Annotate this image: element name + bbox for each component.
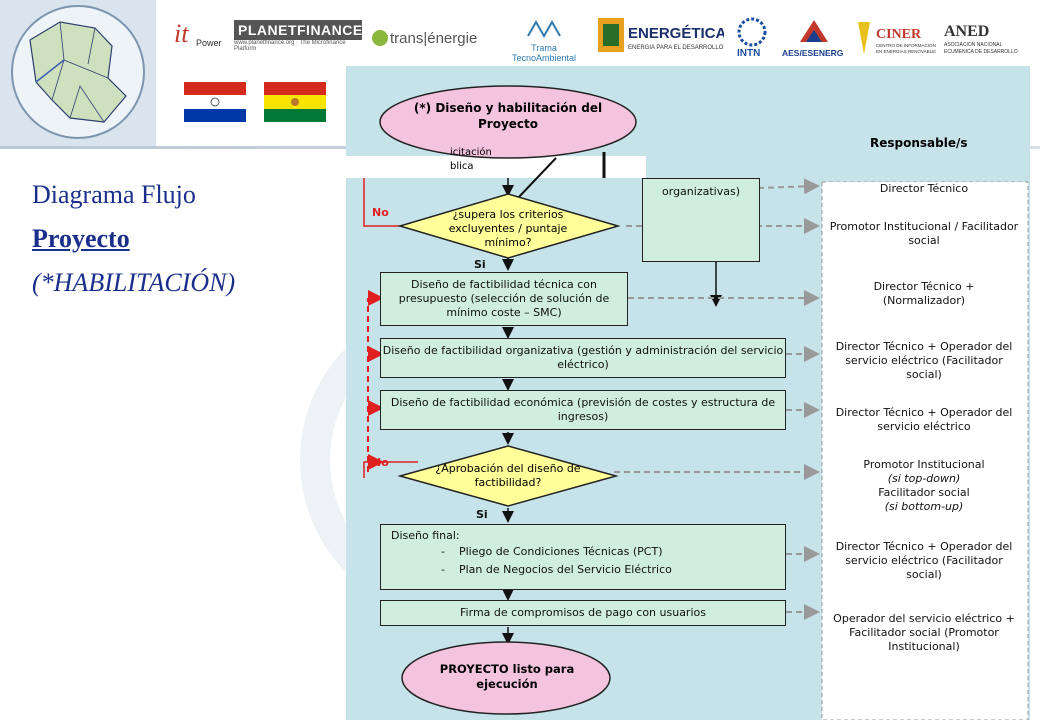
title-line-1: Diagrama Flujo (32, 180, 196, 209)
resp-2: Promotor Institucional / Facilitador soc… (826, 220, 1022, 248)
svg-text:ANED: ANED (944, 23, 989, 40)
svg-text:it: it (174, 20, 189, 48)
svg-text:ECUMENICA DE DESARROLLO: ECUMENICA DE DESARROLLO (944, 49, 1018, 55)
diseno-final-item-1: - Pliego de Condiciones Técnicas (PCT) (441, 545, 663, 558)
title-line-2[interactable]: Proyecto (32, 224, 130, 253)
no-label-1: No (372, 206, 389, 219)
svg-text:ASOCIACION NACIONAL: ASOCIACION NACIONAL (944, 42, 1003, 48)
svg-text:trans|énergie: trans|énergie (390, 30, 477, 47)
resp-4: Director Técnico + Operador del servicio… (826, 340, 1022, 382)
partial-label: icitación blica (450, 147, 492, 172)
paraguay-map-logo (0, 0, 156, 146)
slide-title: Diagrama Flujo Proyecto (*HABILITACIÓN) (32, 180, 332, 298)
decision-1: ¿supera los criterios excluyentes / punt… (448, 208, 568, 249)
diseno-final-item-2: - Plan de Negocios del Servicio Eléctric… (441, 563, 672, 576)
responsables-header: Responsable/s (870, 136, 968, 150)
bolivia-flag (264, 82, 326, 126)
decision-2: ¿Aprobación del diseño de factibilidad? (435, 462, 581, 489)
aes-logo: AES/ESENERG (780, 16, 848, 63)
partial-box: organizativas) (642, 178, 760, 262)
svg-text:CENTRO DE INFORMACION: CENTRO DE INFORMACION (876, 43, 936, 48)
energetica-logo: ENERGÉTICA ENERGIA PARA EL DESARROLLO (598, 16, 727, 61)
title-line-3: (*HABILITACIÓN) (32, 268, 236, 297)
resp-6: Promotor Institucional (si top-down) Fac… (826, 458, 1022, 514)
svg-text:Power: Power (196, 38, 222, 48)
step-diseno-final: Diseño final: - Pliego de Condiciones Té… (380, 524, 786, 590)
svg-text:AES/ESENERG: AES/ESENERG (782, 48, 844, 58)
diseno-final-title: Diseño final: (391, 529, 460, 542)
resp-7: Director Técnico + Operador del servicio… (826, 540, 1022, 582)
intn-logo: INTN (732, 16, 772, 63)
resp-8: Operador del servicio eléctrico + Facili… (826, 612, 1022, 654)
si-label-1: Si (474, 258, 486, 271)
resp-3: Director Técnico + (Normalizador) (846, 280, 1002, 308)
step-factibilidad-tecnica: Diseño de factibilidad técnica con presu… (380, 272, 628, 326)
end-node: PROYECTO listo para ejecución (439, 662, 575, 691)
svg-text:ENERGIA PARA EL DESARROLLO: ENERGIA PARA EL DESARROLLO (628, 45, 724, 51)
step-firma-compromisos: Firma de compromisos de pago con usuario… (380, 600, 786, 626)
start-node: (*) Diseño y habilitación del Proyecto (413, 101, 603, 131)
si-label-2: Si (476, 508, 488, 521)
paraguay-flag (184, 82, 246, 126)
svg-text:ENERGÉTICA: ENERGÉTICA (628, 25, 724, 42)
trama-logo: Trama TecnoAmbiental (498, 18, 590, 63)
resp-1: Director Técnico (826, 182, 1022, 196)
no-label-2: No (372, 456, 389, 469)
step-factibilidad-economica: Diseño de factibilidad económica (previs… (380, 390, 786, 430)
svg-text:EN ENERGIAS RENOVABLES: EN ENERGIAS RENOVABLES (876, 49, 936, 54)
svg-text:CINER: CINER (876, 27, 922, 42)
resp-5: Director Técnico + Operador del servicio… (826, 406, 1022, 434)
svg-text:INTN: INTN (737, 48, 760, 58)
step-factibilidad-organizativa: Diseño de factibilidad organizativa (ges… (380, 338, 786, 378)
flow-diagram: (*) Diseño y habilitación del Proyecto P… (346, 66, 1030, 720)
transenergie-logo: trans|énergie (368, 24, 492, 55)
planetfinance-logo: PLANETFINANCE www.planetfinance.org · Th… (234, 20, 363, 52)
